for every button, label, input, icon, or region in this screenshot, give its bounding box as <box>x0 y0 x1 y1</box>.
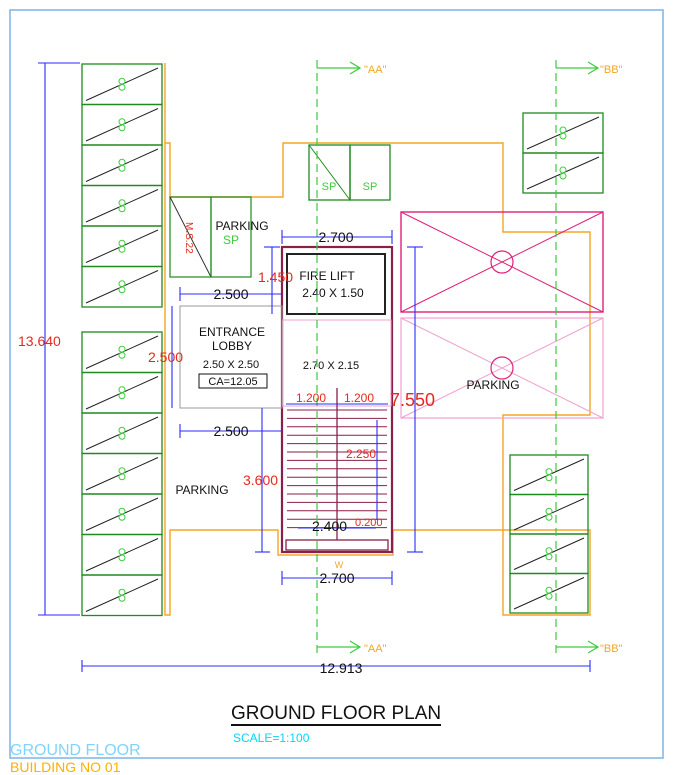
parking-label-bottom: PARKING <box>175 483 228 497</box>
section-bb-bottom: "BB" <box>600 643 623 655</box>
dim-landing-width: 2.400 <box>312 518 347 534</box>
corner-label-building: BUILDING NO 01 <box>10 759 121 775</box>
sheet-border <box>9 9 664 759</box>
parking-bay <box>509 454 589 496</box>
section-aa-bottom: "AA" <box>364 643 387 655</box>
building-outline <box>164 63 591 616</box>
dim-lobby-height: 2.500 <box>148 349 183 365</box>
section-aa-top: "AA" <box>364 64 387 76</box>
dim-lift-offset: 1.450 <box>258 269 293 285</box>
stair-treads <box>287 409 387 529</box>
left-parking-bays <box>81 63 163 617</box>
sp-bays: SP SP <box>308 144 391 201</box>
drawing-scale: SCALE=1:100 <box>233 731 310 745</box>
right-parking-bays <box>509 454 589 614</box>
parking-bay <box>81 574 163 617</box>
dim-going: 2.250 <box>346 447 376 461</box>
parking-bay <box>509 572 589 614</box>
entrance-lobby: ENTRANCE LOBBY 2.50 X 2.50 CA=12.05 <box>179 305 283 409</box>
section-lines <box>316 60 600 655</box>
stair-size: 2.70 X 2.15 <box>303 360 359 372</box>
lobby-label-1: ENTRANCE <box>199 325 265 339</box>
dim-flight-left: 1.200 <box>296 391 326 405</box>
top-right-parking-bays <box>522 112 604 194</box>
dim-landing-depth: 0.200 <box>355 517 383 529</box>
parking-bay <box>81 63 163 106</box>
sp-label-2: SP <box>363 181 378 193</box>
parking-bay <box>81 371 163 414</box>
lobby-carpet-area: CA=12.05 <box>208 376 257 388</box>
parking-bay <box>81 184 163 227</box>
parking-bay <box>81 225 163 268</box>
parking-bay <box>522 112 604 154</box>
dim-lobby-width-bottom: 2.500 <box>213 423 248 439</box>
parking-bay <box>81 452 163 495</box>
parking-bay <box>81 412 163 455</box>
fire-lift-label: FIRE LIFT <box>299 269 355 283</box>
lobby-label-2: LOBBY <box>212 339 252 353</box>
parking-bay <box>81 144 163 187</box>
corner-label-ground-floor: GROUND FLOOR <box>10 742 141 759</box>
sp-label-1: SP <box>322 181 337 193</box>
section-bb-top: "BB" <box>600 64 623 76</box>
ms-tag: M.S.22 <box>183 222 194 254</box>
small-parking-block: M.S.22 PARKING SP <box>169 196 269 278</box>
parking-label-right: PARKING <box>466 378 519 392</box>
dimension-lines <box>38 62 591 672</box>
dim-stair-width-top: 2.700 <box>318 229 353 245</box>
parking-bay <box>81 493 163 536</box>
parking-bay <box>81 533 163 576</box>
sp-label-3: SP <box>223 233 239 247</box>
parking-bay <box>81 265 163 308</box>
drawing-title: GROUND FLOOR PLAN <box>231 703 442 726</box>
parking-label-top: PARKING <box>215 219 268 233</box>
fire-lift-size: 2.40 X 1.50 <box>302 286 364 300</box>
parking-bay <box>509 533 589 575</box>
dim-flight-right: 1.200 <box>344 391 374 405</box>
lobby-size: 2.50 X 2.50 <box>203 359 259 371</box>
parking-bay <box>509 493 589 535</box>
parking-bay <box>522 152 604 194</box>
dim-overall-width: 12.913 <box>320 660 363 676</box>
stair-w-tag: W <box>335 560 344 570</box>
dim-overall-height: 13.640 <box>18 333 61 349</box>
parking-bay <box>81 103 163 146</box>
dim-core-height: 7.550 <box>390 390 435 410</box>
dim-flight-length: 3.600 <box>243 472 278 488</box>
dim-lobby-width-top: 2.500 <box>213 286 248 302</box>
hatched-parking-block: PARKING <box>400 211 604 419</box>
dim-stair-width-bottom: 2.700 <box>319 570 354 586</box>
